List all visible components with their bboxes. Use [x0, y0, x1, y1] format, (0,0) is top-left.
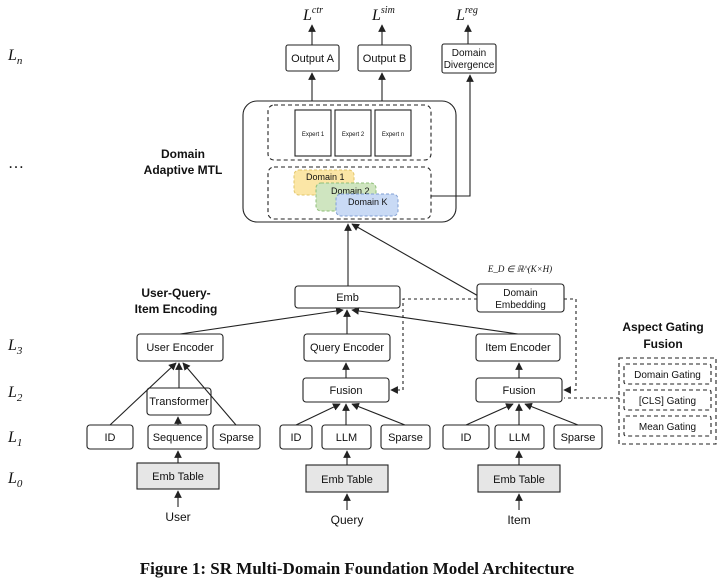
domain-embedding-formula: E_D ∈ ℝ^(K×H): [487, 264, 552, 274]
layer-label-l3: L3: [7, 337, 23, 357]
mtl-label-2: Adaptive MTL: [144, 163, 223, 177]
item-emb-table-box: [477, 464, 561, 493]
user-sparse-label: Sparse: [219, 432, 254, 444]
item-id-label: ID: [461, 432, 472, 444]
user-encoder-label: User Encoder: [146, 342, 214, 354]
query-emb-table-box: [305, 464, 389, 493]
layer-label-l0: L0: [7, 470, 23, 490]
edge-query-id-fusion: [295, 403, 341, 426]
expert-2-box: [334, 109, 372, 157]
expert-n-box: [374, 109, 412, 157]
output-a-box: [285, 44, 340, 72]
user-encoder-box: [136, 333, 224, 362]
expert-n-label: Expert n: [382, 132, 404, 138]
item-input-label: Item: [507, 513, 530, 527]
expert-1-label: Expert 1: [302, 132, 325, 138]
layer-label-l2: L2: [7, 384, 23, 404]
query-emb-table-label: Emb Table: [321, 474, 373, 486]
figure-caption: Figure 1: SR Multi-Domain Foundation Mod…: [140, 559, 575, 578]
output-b-label: Output B: [363, 53, 406, 65]
output-b-box: [357, 44, 412, 72]
item-encoder-label: Item Encoder: [485, 342, 551, 354]
domain-embedding-label-1: Domain: [503, 288, 537, 299]
query-llm-label: LLM: [336, 432, 357, 444]
cls-gating-box: [623, 389, 712, 411]
edge-domain-embedding-query-fusion: [390, 298, 477, 394]
domain-gating-box: [623, 363, 712, 385]
expert-2-label: Expert 2: [342, 132, 365, 138]
user-input-label: User: [165, 510, 190, 524]
gating-group: [618, 357, 717, 445]
edge-domain-embedding-item-fusion: [563, 298, 577, 394]
edge-user-id-encoder: [109, 362, 177, 426]
user-id-box: [86, 424, 134, 450]
domain-k-label: Domain K: [348, 197, 388, 207]
query-sparse-label: Sparse: [388, 432, 423, 444]
emb-label: Emb: [336, 292, 359, 304]
edge-item-id-fusion: [465, 403, 514, 426]
mean-gating-box: [623, 415, 712, 437]
query-id-label: ID: [291, 432, 302, 444]
edge-item-sparse-fusion: [524, 402, 579, 426]
encoding-label-1: User-Query-: [141, 286, 210, 300]
edge-query-sparse-fusion: [351, 402, 406, 426]
loss-ctr: Lctr: [302, 5, 323, 24]
edge-item-encoder-emb: [351, 307, 519, 335]
edge-domains-divergence: [431, 74, 474, 197]
item-encoder-box: [475, 333, 561, 362]
domain-divergence-label-2: Divergence: [444, 60, 495, 71]
domain-gating-label: Domain Gating: [634, 370, 701, 381]
mean-gating-label: Mean Gating: [639, 422, 696, 433]
layer-labels: Ln … L3 L2 L1 L0: [7, 47, 24, 490]
query-encoder-box: [303, 333, 391, 362]
item-emb-table-label: Emb Table: [493, 474, 545, 486]
expert-1-box: [294, 109, 332, 157]
encoding-label-2: Item Encoding: [135, 302, 218, 316]
domain-k-box: [335, 193, 399, 217]
cls-gating-label: [CLS] Gating: [639, 396, 696, 407]
gating-label-1: Aspect Gating: [622, 320, 703, 334]
user-emb-table-label: Emb Table: [152, 471, 204, 483]
transformer-label: Transformer: [149, 396, 209, 408]
domain-divergence-box: [441, 43, 497, 74]
user-emb-table-box: [136, 462, 220, 490]
domain-divergence-label-1: Domain: [452, 48, 486, 59]
layer-label-dots: …: [8, 155, 24, 172]
user-id-label: ID: [105, 432, 116, 444]
layer-label-ln: Ln: [7, 47, 23, 67]
user-sequence-box: [147, 424, 208, 450]
item-llm-label: LLM: [509, 432, 530, 444]
query-encoder-label: Query Encoder: [310, 342, 384, 354]
query-input-label: Query: [331, 513, 364, 527]
user-sparse-box: [212, 424, 261, 450]
loss-reg: Lreg: [455, 5, 478, 24]
domain-embedding-label-2: Embedding: [495, 300, 546, 311]
edge-user-encoder-emb: [179, 307, 344, 335]
domain-1-label: Domain 1: [306, 172, 345, 182]
mtl-label-1: Domain: [161, 147, 205, 161]
item-fusion-label: Fusion: [502, 385, 535, 397]
domain-embedding-box: [476, 283, 565, 313]
experts-group: [267, 104, 432, 161]
item-sparse-label: Sparse: [561, 432, 596, 444]
gating-label-2: Fusion: [643, 337, 682, 351]
loss-sim: Lsim: [371, 5, 395, 24]
user-sequence-label: Sequence: [153, 432, 203, 444]
domain-2-label: Domain 2: [331, 186, 370, 196]
emb-box: [294, 285, 401, 309]
loss-labels: Lctr Lsim Lreg: [302, 5, 478, 24]
layer-label-l1: L1: [7, 429, 22, 449]
query-sparse-box: [380, 424, 431, 450]
output-a-label: Output A: [291, 53, 334, 65]
edge-domain-embedding-mtl: [351, 223, 481, 298]
edge-user-sparse-encoder: [182, 362, 237, 426]
query-fusion-label: Fusion: [329, 385, 362, 397]
